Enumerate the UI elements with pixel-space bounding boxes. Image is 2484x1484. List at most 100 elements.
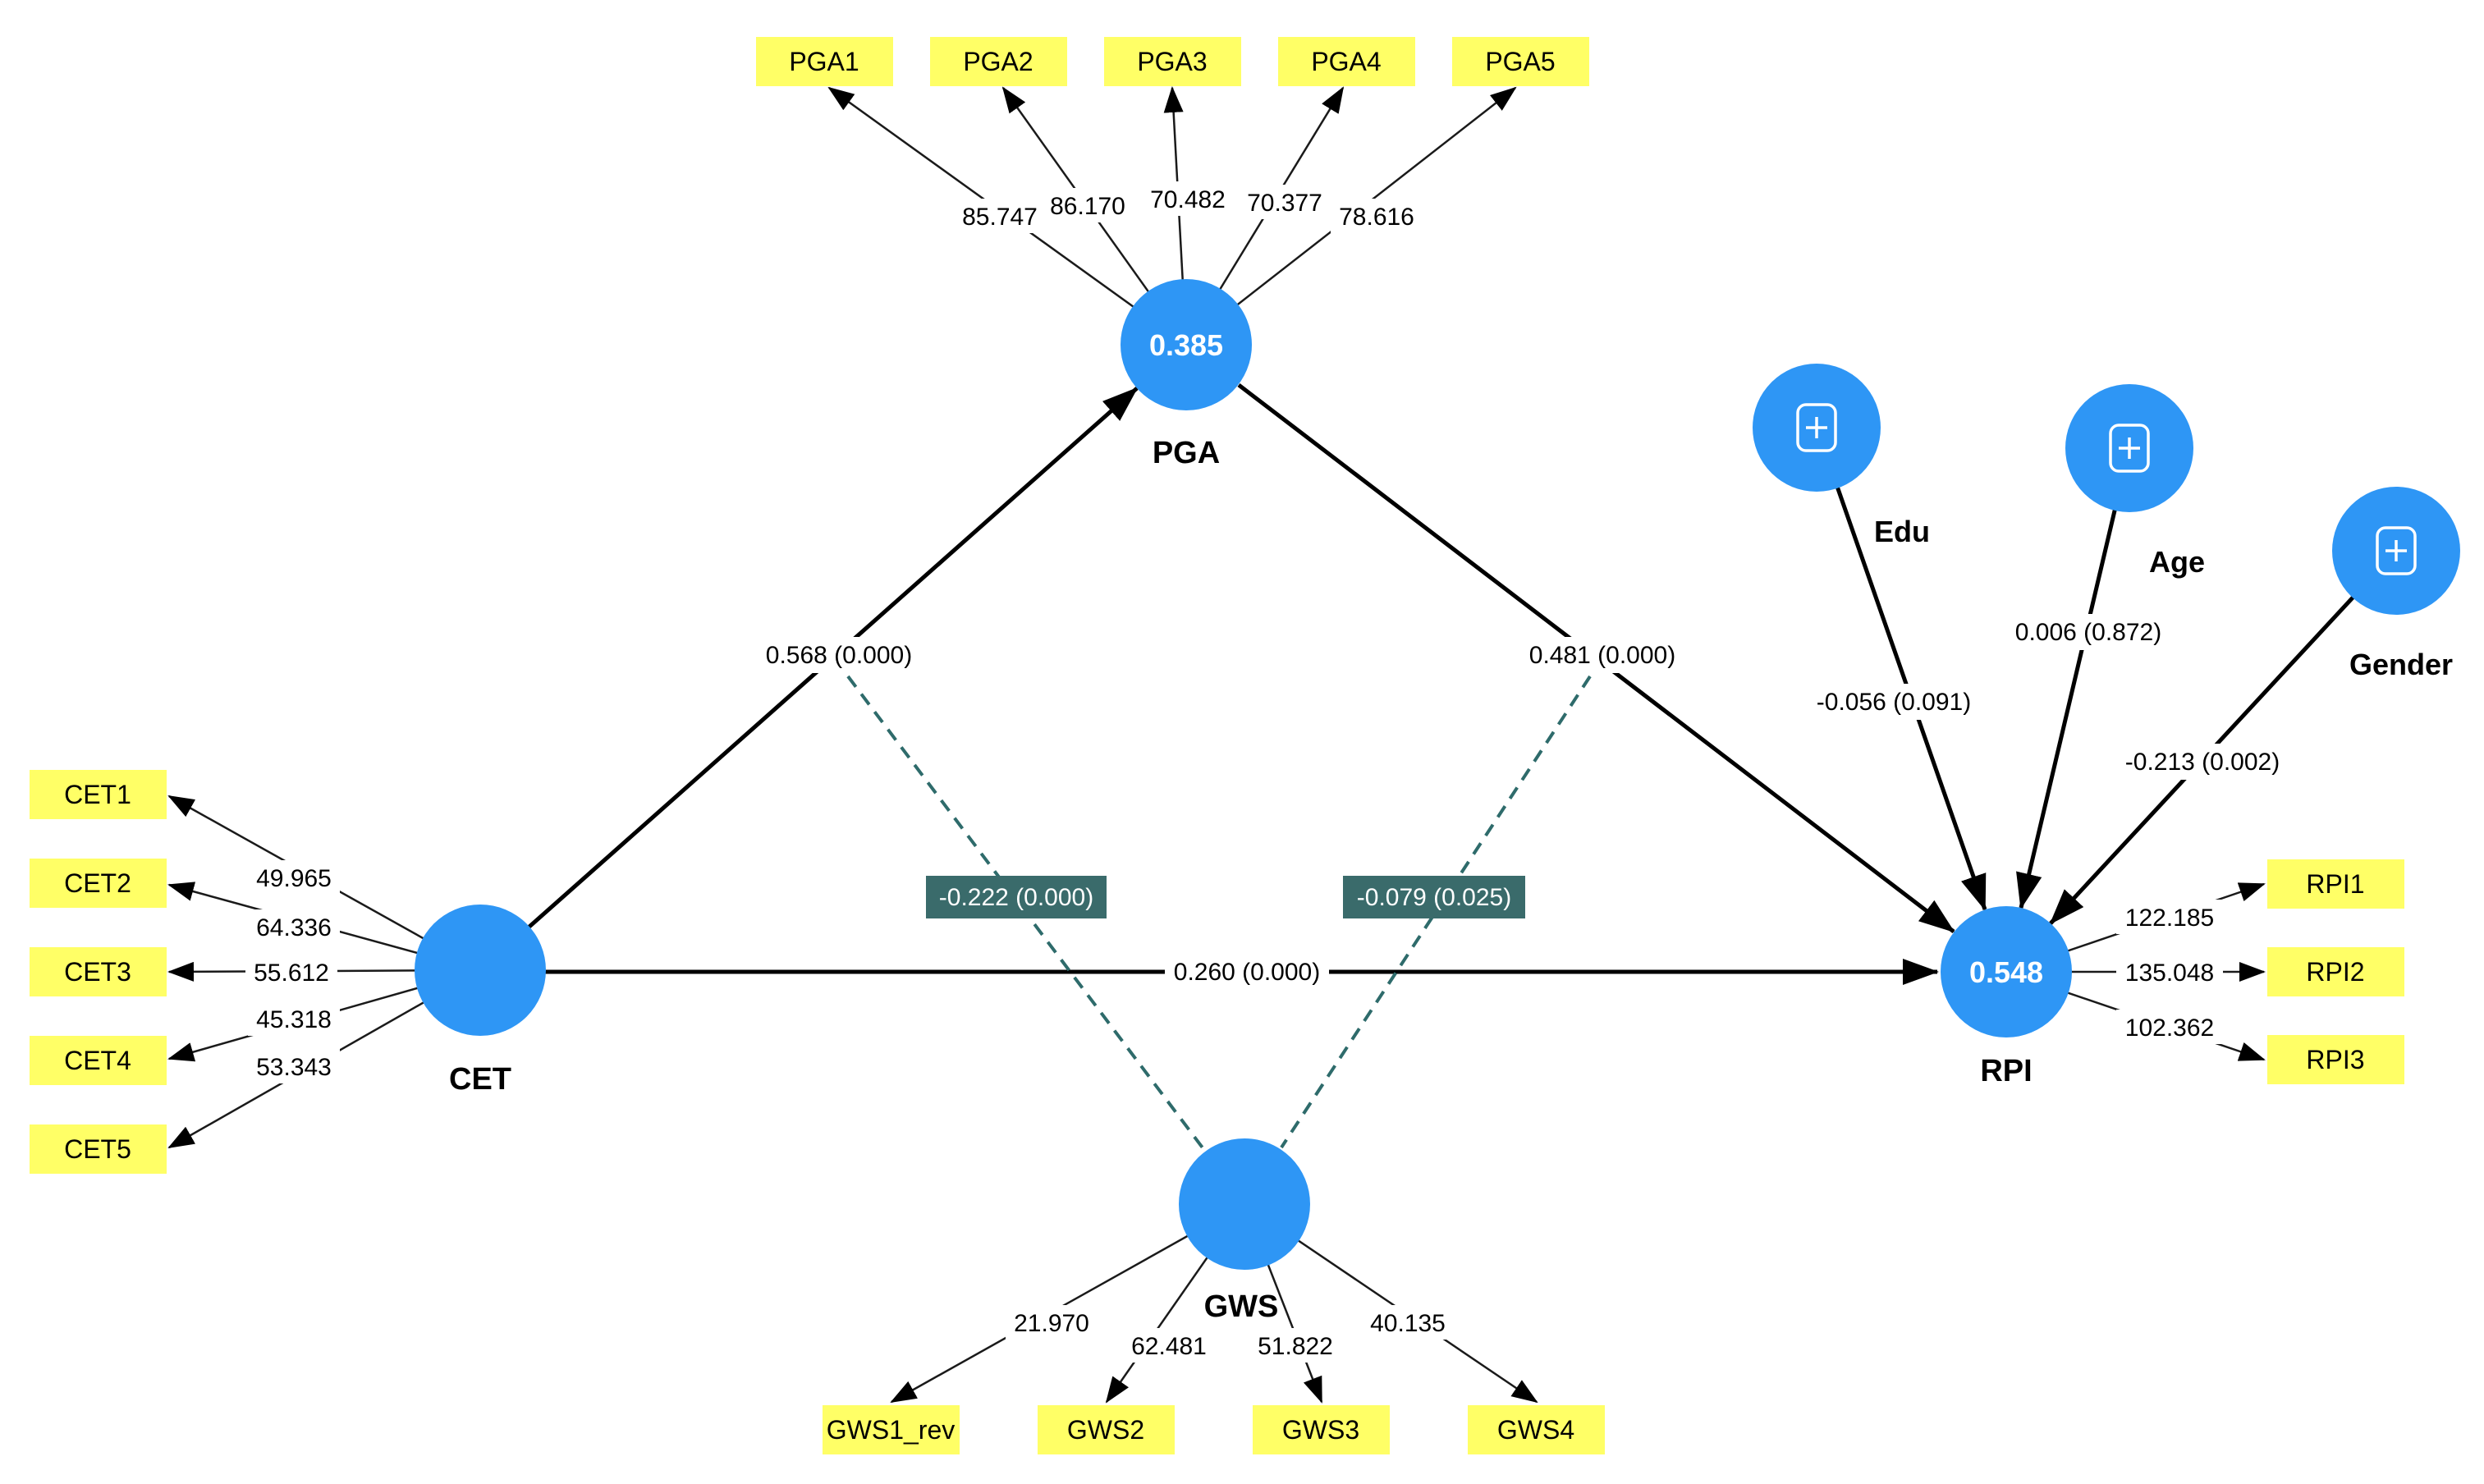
indicator-box-rpi1[interactable] bbox=[2267, 859, 2404, 909]
indicator-label-cet3: CET3 bbox=[64, 957, 131, 987]
indicator-box-gws3[interactable] bbox=[1253, 1405, 1390, 1454]
indicator-label-cet5: CET5 bbox=[64, 1134, 131, 1164]
loading-bg bbox=[2116, 1010, 2223, 1044]
indicator-label-gws4: GWS4 bbox=[1497, 1415, 1574, 1445]
construct-label-rpi: RPI bbox=[1980, 1054, 2032, 1088]
indicator-box-pga1[interactable] bbox=[756, 37, 893, 86]
indicator-label-cet2: CET2 bbox=[64, 868, 131, 898]
arrow-gws-to-gws1rev bbox=[890, 1202, 1245, 1404]
loading-pga3: 70.482 bbox=[1150, 186, 1226, 213]
indicator-label-pga5: PGA5 bbox=[1485, 47, 1555, 76]
indicator-label-gws1rev: GWS1_rev bbox=[827, 1415, 955, 1445]
construct-label-cet: CET bbox=[449, 1062, 511, 1097]
indicator-group-pga: PGA1 PGA2 PGA3 PGA4 PGA5 bbox=[756, 37, 1589, 86]
indicator-label-pga2: PGA2 bbox=[963, 47, 1033, 76]
loading-cet4: 45.318 bbox=[256, 1006, 332, 1033]
path-edu-to-rpi[interactable] bbox=[1814, 427, 1987, 911]
loading-rpi2: 135.048 bbox=[2125, 960, 2214, 987]
path-label-cet-pga: 0.568 (0.000) bbox=[766, 642, 912, 669]
indicator-group-gws: GWS1_rev GWS2 GWS3 GWS4 bbox=[823, 1405, 1605, 1454]
indicator-box-gws1rev[interactable] bbox=[823, 1405, 960, 1454]
loading-pga4: 70.377 bbox=[1247, 190, 1322, 217]
loading-bg bbox=[248, 1049, 340, 1083]
single-item-plus-icon bbox=[2376, 526, 2417, 575]
r2-value-rpi: 0.548 bbox=[1969, 955, 2043, 989]
indicator-label-cet1: CET1 bbox=[64, 780, 131, 809]
loading-gws4: 40.135 bbox=[1370, 1310, 1446, 1337]
construct-label-pga: PGA bbox=[1153, 436, 1220, 470]
path-label-cet-rpi: 0.260 (0.000) bbox=[1174, 959, 1320, 986]
moderation-label-gws-cet-pga: -0.222 (0.000) bbox=[939, 884, 1093, 911]
indicator-box-gws4[interactable] bbox=[1468, 1405, 1605, 1454]
indicator-label-rpi3: RPI3 bbox=[2306, 1045, 2364, 1074]
loading-cet5: 53.343 bbox=[256, 1054, 332, 1081]
path-label-gender-rpi: -0.213 (0.002) bbox=[2125, 749, 2280, 776]
indicator-box-pga3[interactable] bbox=[1104, 37, 1241, 86]
control-label-edu: Edu bbox=[1874, 515, 1930, 548]
indicator-box-gws2[interactable] bbox=[1038, 1405, 1175, 1454]
indicator-box-pga5[interactable] bbox=[1452, 37, 1589, 86]
indicator-group-cet: CET1 CET2 CET3 CET4 CET5 bbox=[30, 770, 167, 1174]
loading-cet3: 55.612 bbox=[254, 960, 329, 987]
loading-pga5: 78.616 bbox=[1339, 204, 1414, 231]
path-label-bg bbox=[1803, 684, 1984, 720]
loading-bg bbox=[248, 909, 340, 944]
indicator-box-pga2[interactable] bbox=[930, 37, 1067, 86]
path-cet-to-pga[interactable] bbox=[479, 387, 1139, 972]
indicator-group-rpi: RPI1 RPI2 RPI3 bbox=[2267, 859, 2404, 1084]
indicator-box-cet2[interactable] bbox=[30, 859, 167, 908]
loading-bg bbox=[954, 199, 1046, 233]
single-item-plus-icon bbox=[1796, 403, 1837, 452]
construct-label-gws: GWS bbox=[1204, 1289, 1279, 1324]
indicator-label-pga1: PGA1 bbox=[789, 47, 859, 76]
loading-rpi1: 122.185 bbox=[2125, 905, 2214, 932]
loading-cet2: 64.336 bbox=[256, 914, 332, 941]
control-node-gender[interactable]: Gender bbox=[2332, 487, 2460, 681]
indicator-box-rpi2[interactable] bbox=[2267, 947, 2404, 996]
construct-circle-pga[interactable] bbox=[1121, 279, 1252, 410]
indicator-box-rpi3[interactable] bbox=[2267, 1035, 2404, 1084]
construct-circle-cet[interactable] bbox=[415, 905, 546, 1036]
path-label-edu-rpi: -0.056 (0.091) bbox=[1817, 689, 1971, 716]
control-node-age[interactable]: Age bbox=[2065, 384, 2205, 579]
indicator-label-rpi1: RPI1 bbox=[2306, 869, 2364, 899]
indicator-box-pga4[interactable] bbox=[1278, 37, 1415, 86]
path-label-bg bbox=[2001, 614, 2175, 650]
moderation-label-gws-pga-rpi: -0.079 (0.025) bbox=[1357, 884, 1511, 911]
path-label-bg bbox=[1520, 637, 1684, 673]
construct-circle-gws[interactable] bbox=[1179, 1138, 1310, 1270]
loading-bg bbox=[1331, 199, 1423, 233]
path-age-to-rpi[interactable] bbox=[2016, 447, 2132, 909]
loading-gws2: 62.481 bbox=[1131, 1333, 1207, 1360]
construct-circle-rpi[interactable] bbox=[1941, 906, 2072, 1037]
loading-bg bbox=[1249, 1328, 1341, 1363]
moderation-path-gws-on-pga-rpi[interactable] bbox=[1280, 675, 1592, 1149]
path-label-bg bbox=[1165, 954, 1329, 990]
loading-bg bbox=[1006, 1305, 1098, 1340]
loading-bg bbox=[2116, 900, 2223, 934]
r2-value-pga: 0.385 bbox=[1149, 328, 1223, 362]
loading-bg bbox=[1042, 188, 1134, 222]
loading-bg bbox=[2116, 955, 2223, 989]
loading-pga2: 86.170 bbox=[1050, 193, 1125, 220]
control-node-edu[interactable]: Edu bbox=[1753, 364, 1930, 548]
loading-cet1: 49.965 bbox=[256, 865, 332, 892]
path-gender-to-rpi[interactable] bbox=[2049, 549, 2398, 925]
loading-bg bbox=[1123, 1328, 1215, 1363]
moderation-badge-pga-rpi: -0.079 (0.025) bbox=[1343, 876, 1525, 918]
control-label-age: Age bbox=[2149, 545, 2205, 579]
control-label-gender: Gender bbox=[2349, 648, 2453, 681]
indicator-box-cet3[interactable] bbox=[30, 947, 167, 996]
path-label-age-rpi: 0.006 (0.872) bbox=[2015, 619, 2161, 646]
indicator-box-cet4[interactable] bbox=[30, 1036, 167, 1085]
indicator-label-cet4: CET4 bbox=[64, 1046, 131, 1075]
loading-bg bbox=[248, 860, 340, 895]
loading-bg bbox=[1239, 185, 1331, 219]
moderation-badge-bg bbox=[1343, 876, 1525, 918]
moderation-badge-bg bbox=[926, 876, 1107, 918]
loading-gws3: 51.822 bbox=[1258, 1333, 1333, 1360]
indicator-box-cet1[interactable] bbox=[30, 770, 167, 819]
indicator-box-cet5[interactable] bbox=[30, 1124, 167, 1174]
indicator-label-rpi2: RPI2 bbox=[2306, 957, 2364, 987]
